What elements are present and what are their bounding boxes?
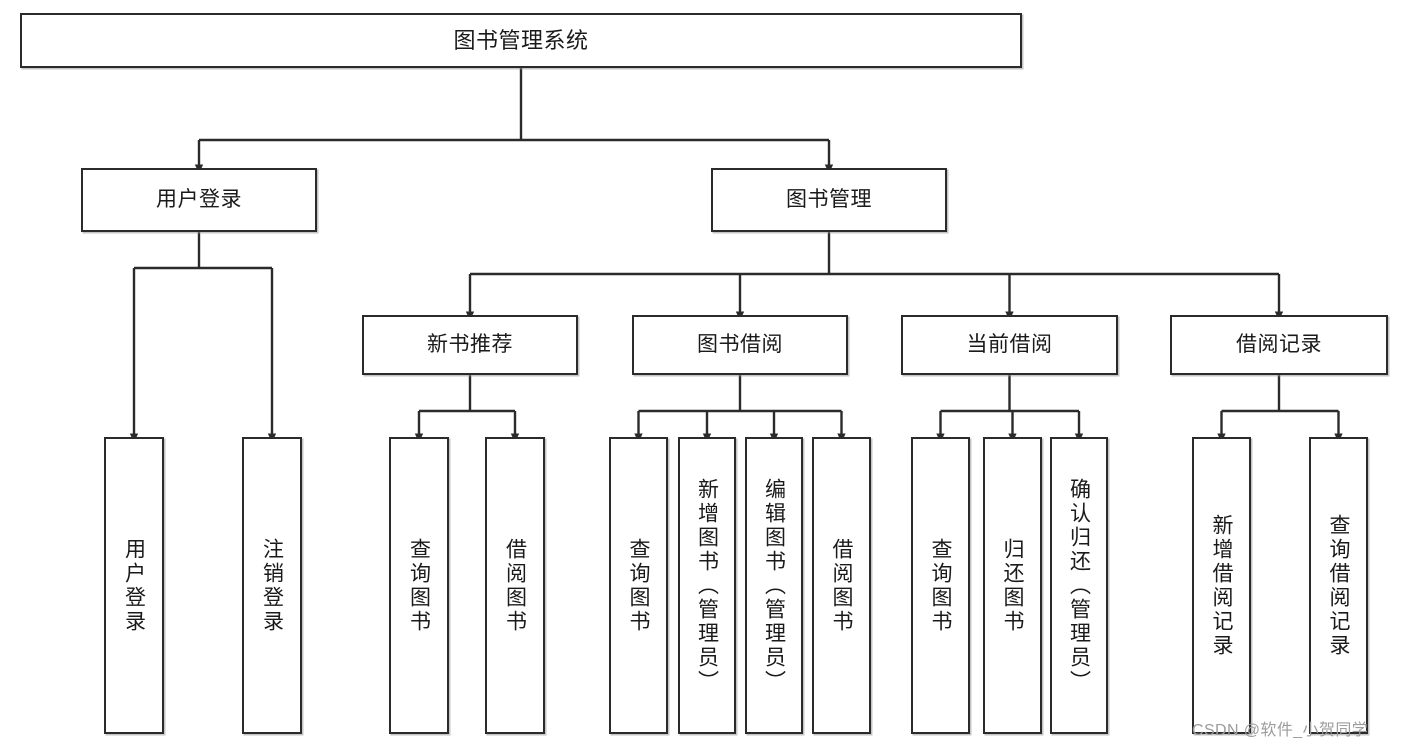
node-label: 新增图书（管理员） <box>695 477 719 694</box>
node-leaf-add-book-admin[interactable]: 新增图书（管理员） <box>678 437 736 734</box>
node-leaf-confirm-return-admin[interactable]: 确认归还（管理员） <box>1050 437 1108 734</box>
node-label: 新增借阅记录 <box>1210 513 1234 658</box>
node-user-login[interactable]: 用户登录 <box>81 168 317 232</box>
node-label: 归还图书 <box>1001 537 1025 634</box>
node-leaf-user-login[interactable]: 用户登录 <box>104 437 164 734</box>
node-leaf-query-book-current[interactable]: 查询图书 <box>911 437 970 734</box>
node-label: 用户登录 <box>156 187 242 211</box>
node-leaf-logout-login[interactable]: 注销登录 <box>242 437 302 734</box>
node-leaf-query-borrow-record[interactable]: 查询借阅记录 <box>1309 437 1368 734</box>
node-label: 新书推荐 <box>427 332 513 356</box>
node-label: 确认归还（管理员） <box>1067 477 1091 694</box>
node-leaf-return-book[interactable]: 归还图书 <box>983 437 1042 734</box>
node-label: 查询图书 <box>627 537 651 634</box>
node-current-borrow[interactable]: 当前借阅 <box>901 315 1118 375</box>
node-leaf-borrow-book[interactable]: 借阅图书 <box>812 437 871 734</box>
node-label: 图书管理 <box>786 187 872 211</box>
node-leaf-query-book-borrow[interactable]: 查询图书 <box>609 437 668 734</box>
node-leaf-edit-book-admin[interactable]: 编辑图书（管理员） <box>745 437 803 734</box>
node-label: 图书管理系统 <box>453 27 589 53</box>
node-label: 当前借阅 <box>966 332 1053 356</box>
node-leaf-query-book-recommend[interactable]: 查询图书 <box>389 437 449 734</box>
node-label: 借阅记录 <box>1236 332 1322 356</box>
node-label: 编辑图书（管理员） <box>762 477 786 694</box>
node-leaf-borrow-book-recommend[interactable]: 借阅图书 <box>485 437 545 734</box>
node-new-book-recommend[interactable]: 新书推荐 <box>362 315 578 375</box>
node-leaf-add-borrow-record[interactable]: 新增借阅记录 <box>1192 437 1251 734</box>
node-label: 借阅图书 <box>503 537 527 634</box>
node-label: 查询图书 <box>929 537 953 634</box>
node-root-book-management-system[interactable]: 图书管理系统 <box>20 13 1022 68</box>
node-label: 图书借阅 <box>697 332 783 356</box>
node-label: 注销登录 <box>260 537 284 634</box>
node-borrow-record[interactable]: 借阅记录 <box>1170 315 1388 375</box>
node-book-borrow[interactable]: 图书借阅 <box>632 315 848 375</box>
node-book-management[interactable]: 图书管理 <box>711 168 947 232</box>
node-label: 用户登录 <box>122 537 146 634</box>
node-label: 查询借阅记录 <box>1327 513 1351 658</box>
node-label: 查询图书 <box>407 537 431 634</box>
node-label: 借阅图书 <box>830 537 854 634</box>
